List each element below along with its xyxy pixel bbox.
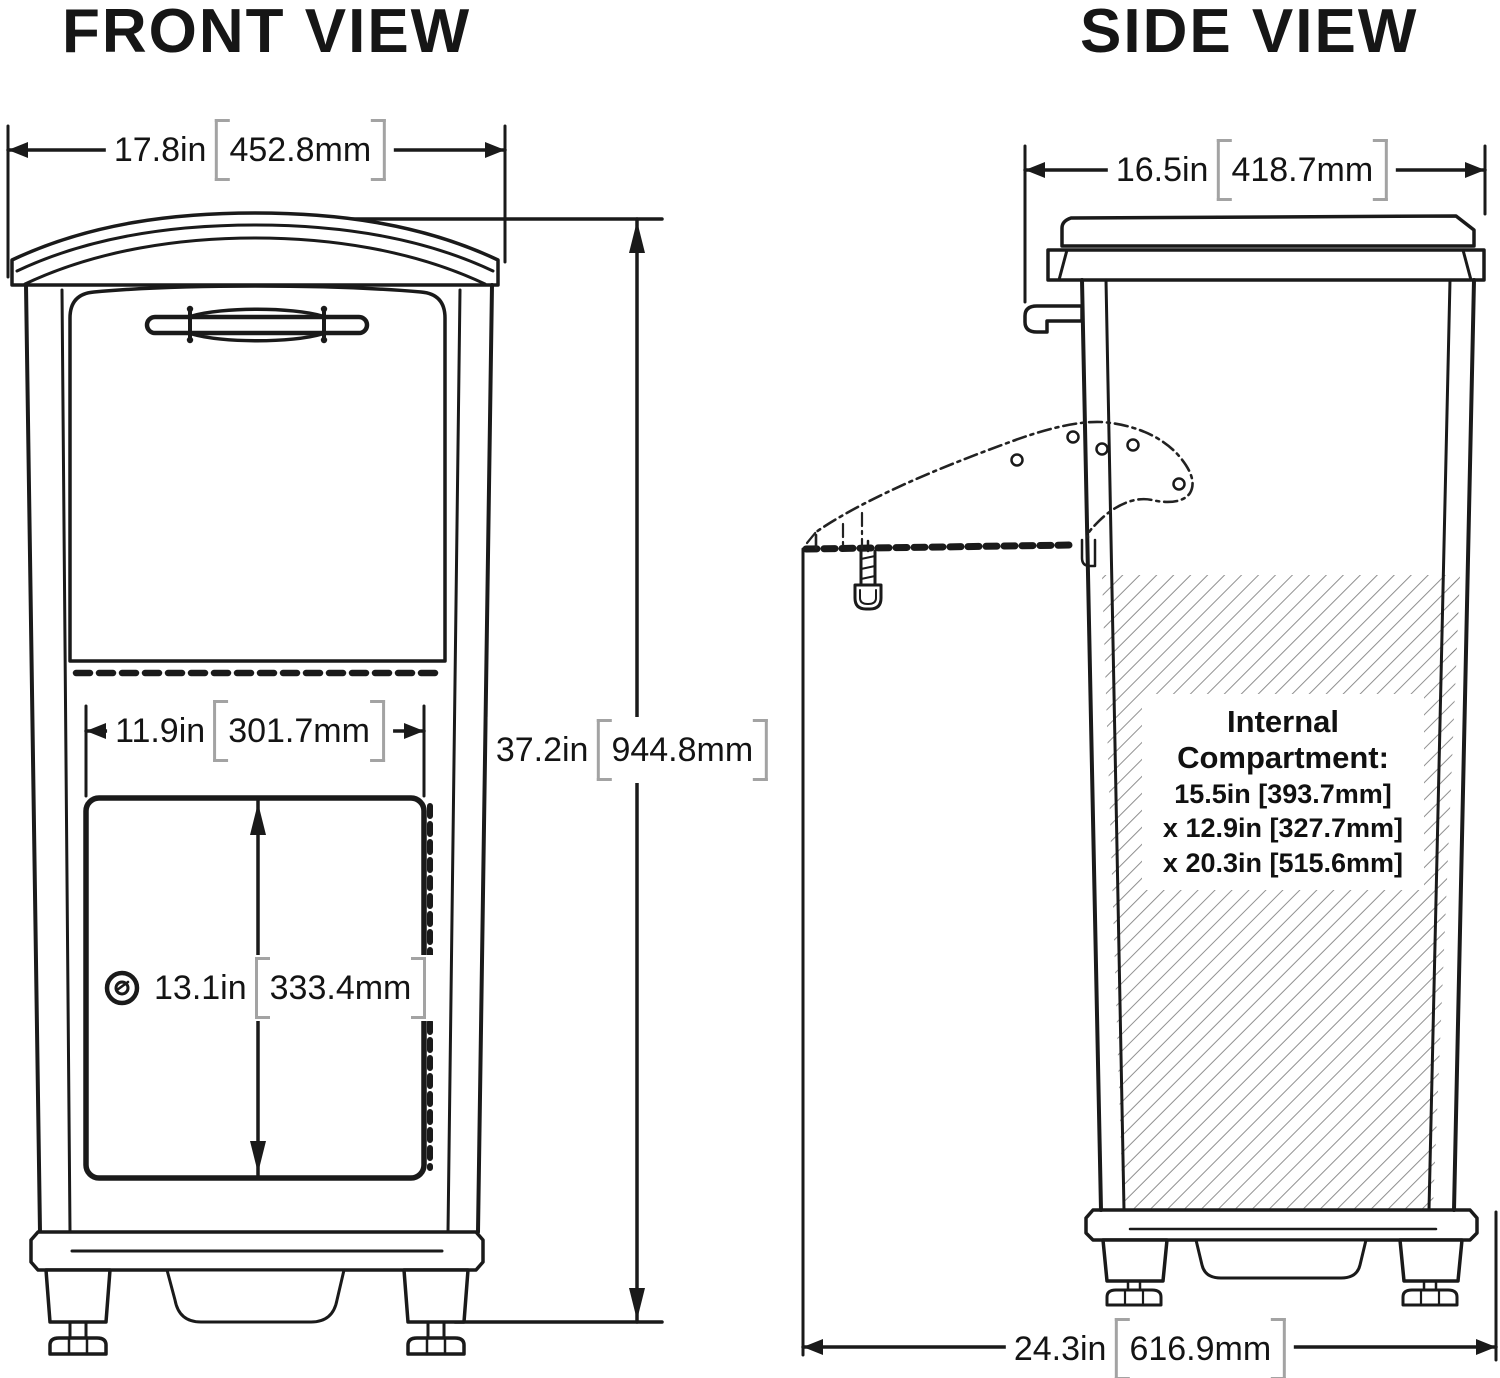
internal-compartment-dim-2: x 12.9in [327.7mm] xyxy=(1162,813,1404,844)
front-body-frame xyxy=(24,283,494,1234)
internal-compartment-dim-3: x 20.3in [515.6mm] xyxy=(1162,847,1404,878)
front-overall-height-mm: 944.8mm xyxy=(596,719,768,781)
open-lid-phantom-outline xyxy=(801,420,1194,1357)
side-lid xyxy=(1046,214,1486,282)
side-top-depth-label: 16.5in 418.7mm xyxy=(1107,137,1397,203)
side-body-frame xyxy=(1080,278,1476,1212)
latch-bolt xyxy=(853,539,883,611)
internal-compartment-callout: Internal Compartment: 15.5in [393.7mm] x… xyxy=(1142,694,1424,890)
front-view-title: FRONT VIEW xyxy=(62,0,472,66)
internal-compartment-heading-line1: Internal xyxy=(1227,703,1339,739)
side-top-depth-inches: 16.5in xyxy=(1115,151,1209,189)
front-overall-width-mm: 452.8mm xyxy=(214,119,386,181)
front-door-width-mm: 301.7mm xyxy=(213,700,385,762)
front-door-width-label: 11.9in 301.7mm xyxy=(107,698,393,764)
front-overall-height-label: 37.2in 944.8mm xyxy=(487,717,777,783)
front-upper-panel xyxy=(68,284,447,677)
front-door-height-inches: 13.1in xyxy=(154,969,247,1007)
front-overall-height-inches: 37.2in xyxy=(495,731,589,769)
front-arched-lid xyxy=(10,211,500,287)
side-footprint-depth-mm: 616.9mm xyxy=(1114,1318,1286,1378)
front-base xyxy=(29,1230,485,1356)
internal-compartment-heading-line2: Compartment: xyxy=(1177,740,1389,776)
side-handle xyxy=(1023,304,1084,334)
side-footprint-depth-label: 24.3in 616.9mm xyxy=(1005,1316,1295,1378)
front-door-height-label: 13.1in 333.4mm xyxy=(146,955,435,1021)
side-base xyxy=(1084,1208,1479,1307)
lock-icon xyxy=(104,970,140,1006)
front-overall-width-label: 17.8in 452.8mm xyxy=(105,117,395,183)
front-overall-width-inches: 17.8in xyxy=(113,131,207,169)
internal-compartment-hatch xyxy=(1102,575,1460,1209)
front-handle xyxy=(144,305,370,344)
front-door-height-mm: 333.4mm xyxy=(254,957,427,1019)
front-door-width-inches: 11.9in xyxy=(115,712,206,750)
side-view-title: SIDE VIEW xyxy=(1080,0,1419,66)
internal-compartment-dim-1: 15.5in [393.7mm] xyxy=(1174,778,1392,809)
side-footprint-depth-inches: 24.3in xyxy=(1013,1330,1107,1368)
side-top-depth-mm: 418.7mm xyxy=(1216,139,1388,201)
